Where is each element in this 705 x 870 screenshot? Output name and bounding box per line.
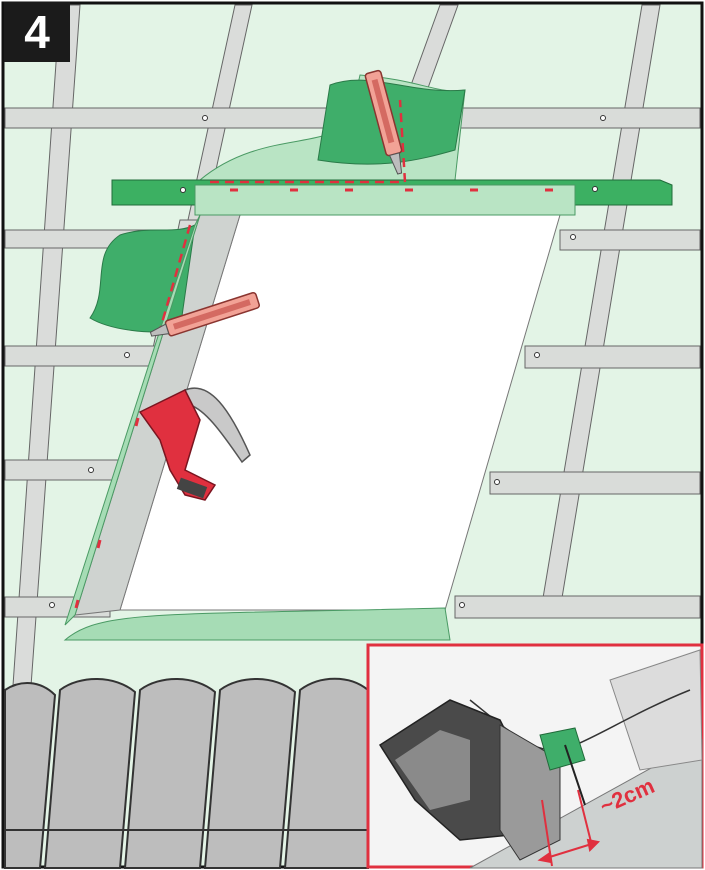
roof-tiles — [5, 679, 368, 868]
step-number-badge: 4 — [4, 2, 70, 62]
detail-inset — [368, 645, 702, 868]
